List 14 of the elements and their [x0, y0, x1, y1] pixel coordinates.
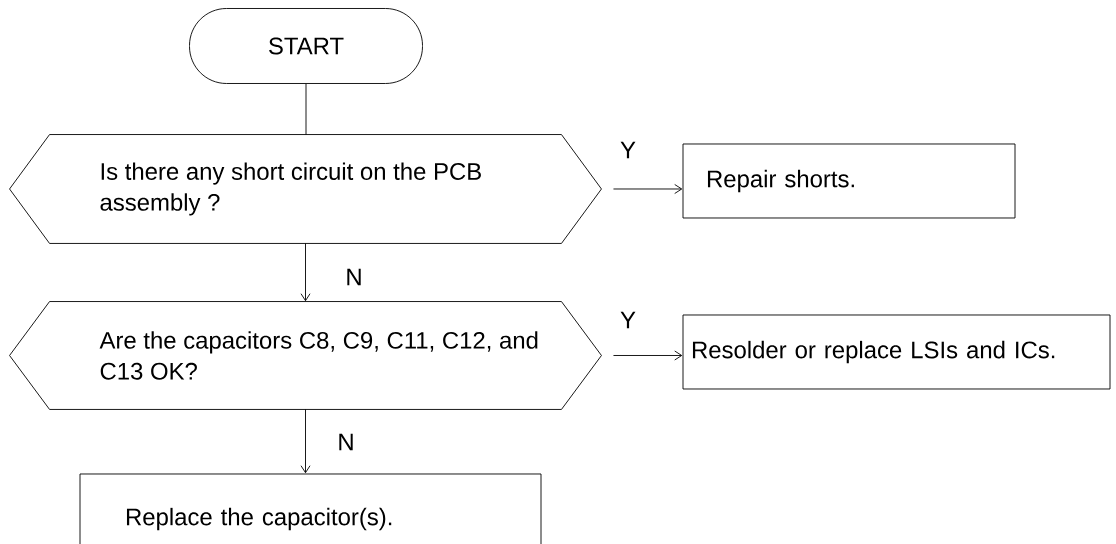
arrow	[613, 350, 683, 361]
process-box: Repair shorts.	[682, 143, 1016, 219]
arrow	[300, 243, 311, 302]
process-box: Resolder or replace LSIs and ICs.	[682, 314, 1111, 390]
arrow	[613, 184, 683, 194]
edge-label: Y	[619, 310, 637, 330]
edge-label: N	[344, 267, 364, 287]
arrow	[300, 409, 311, 474]
decision-hexagon: Is there any short circuit on the PCB assembly ?	[9, 134, 602, 244]
decision-hexagon: Are the capacitors C8, C9, C11, C12, and C13 OK?	[9, 301, 602, 410]
terminal-box: START	[189, 8, 423, 84]
process-box: Replace the capacitor(s).	[79, 473, 542, 544]
edge-label: N	[336, 432, 356, 452]
edge-label: Y	[619, 140, 637, 160]
